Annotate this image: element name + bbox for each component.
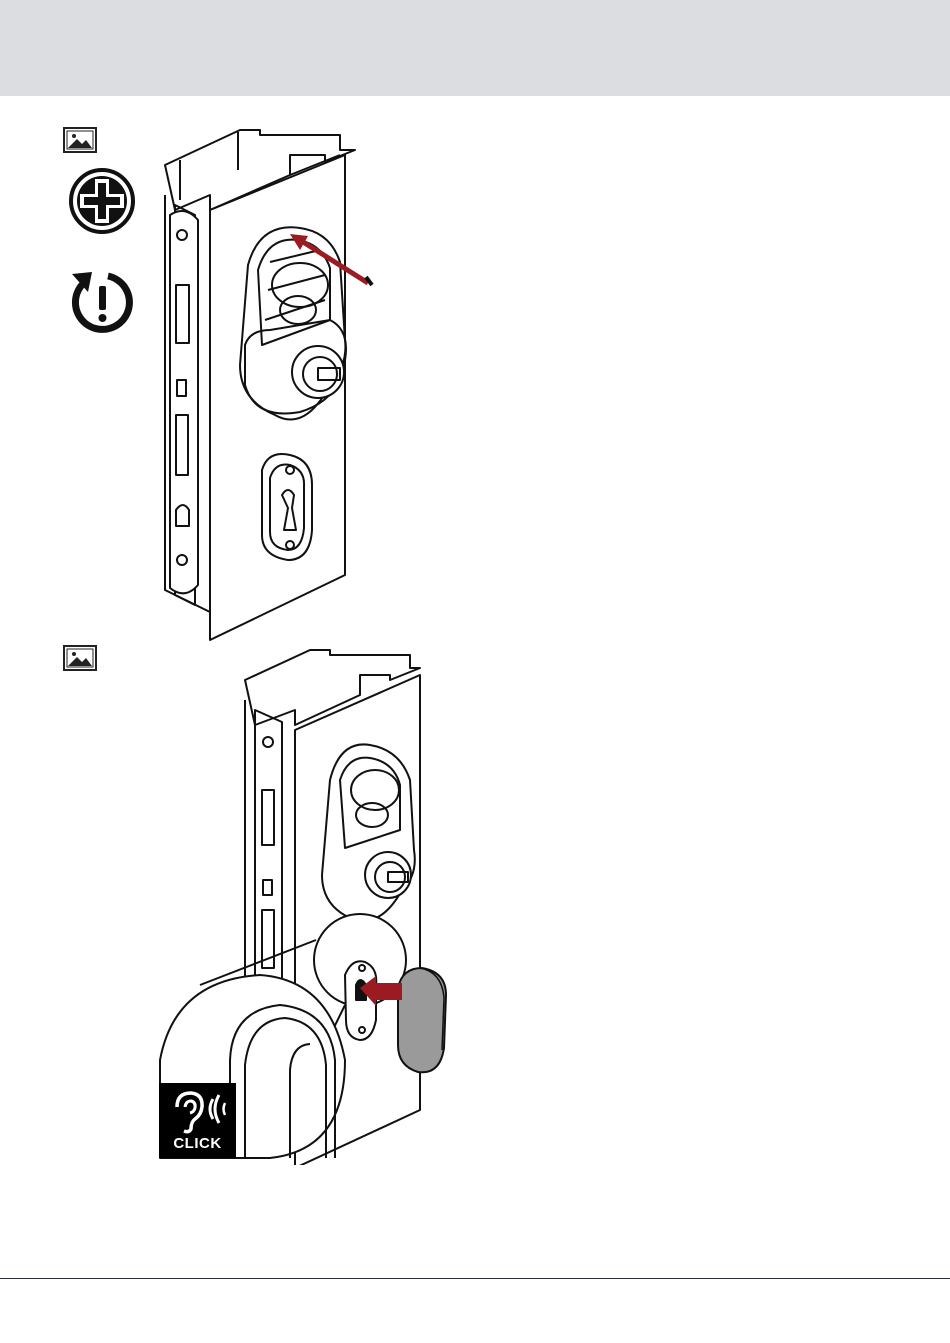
rotate-clockwise-caution-icon (66, 268, 138, 334)
lock-body-screw-illustration (155, 125, 395, 645)
ear-sound-icon (169, 1089, 229, 1135)
image-placeholder-icon (63, 645, 97, 671)
click-label: CLICK (159, 1135, 236, 1152)
click-badge: CLICK (159, 1083, 236, 1158)
image-placeholder-icon (63, 127, 97, 153)
footer-divider (0, 1278, 950, 1279)
header-band (0, 0, 950, 96)
phillips-screwdriver-icon (68, 167, 136, 235)
